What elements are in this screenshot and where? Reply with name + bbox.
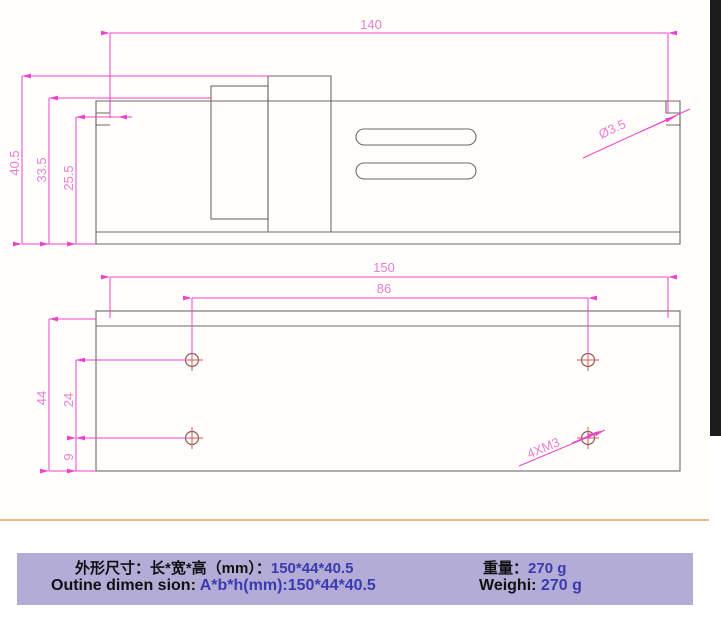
weight-spec-chinese-label: 重量：	[483, 560, 529, 577]
top-view-dimension-text: 140 40.5 33.5 25.5 Ø3.5	[7, 17, 628, 191]
mounting-holes	[181, 349, 599, 449]
vertical-scrollbar[interactable]	[710, 0, 721, 436]
dimension-spec-chinese-value: 150*44*40.5	[270, 560, 354, 577]
dim-25-5: 25.5	[61, 165, 76, 190]
bottom-view-geometry	[95, 310, 681, 472]
callout-thread-spec: 4XM3	[525, 434, 562, 461]
top-view-geometry	[95, 75, 681, 245]
weight-spec-chinese-value: 270 g	[528, 560, 567, 577]
weight-spec-english-label: Weighi:	[479, 577, 541, 594]
specification-banner: 外形尺寸：长*宽*高（mm）：150*44*40.5 Outine dimen …	[17, 553, 693, 605]
dimension-spec-chinese-label: 外形尺寸：长*宽*高（mm）：	[75, 560, 271, 577]
dimension-spec-chinese: 外形尺寸：长*宽*高（mm）：150*44*40.5	[75, 557, 353, 578]
dim-33-5: 33.5	[34, 157, 49, 182]
bottom-view-dimension-text: 150 86 44 24 9 4XM3	[34, 260, 562, 461]
weight-spec-chinese: 重量：270 g	[483, 557, 566, 578]
weight-spec-english-value: 270 g	[540, 577, 582, 594]
dimension-spec-english: Outine dimen sion: A*b*h(mm):150*44*40.5	[51, 577, 376, 595]
dim-24: 24	[61, 393, 76, 407]
bottom-view-dimensions	[40, 274, 677, 474]
top-view-dimensions	[13, 30, 691, 247]
dim-9: 9	[61, 453, 76, 460]
callout-hole-diameter: Ø3.5	[596, 116, 628, 142]
dim-86: 86	[377, 281, 391, 296]
dimension-spec-english-label: Outine dimen sion:	[51, 577, 200, 594]
hole-marker	[577, 427, 599, 449]
dim-150: 150	[373, 260, 395, 275]
dim-44: 44	[34, 391, 49, 405]
weight-spec-english: Weighi: 270 g	[479, 577, 582, 595]
dim-140: 140	[360, 17, 382, 32]
dim-40-5: 40.5	[7, 150, 22, 175]
dimension-spec-english-value: A*b*h(mm):150*44*40.5	[199, 577, 376, 594]
